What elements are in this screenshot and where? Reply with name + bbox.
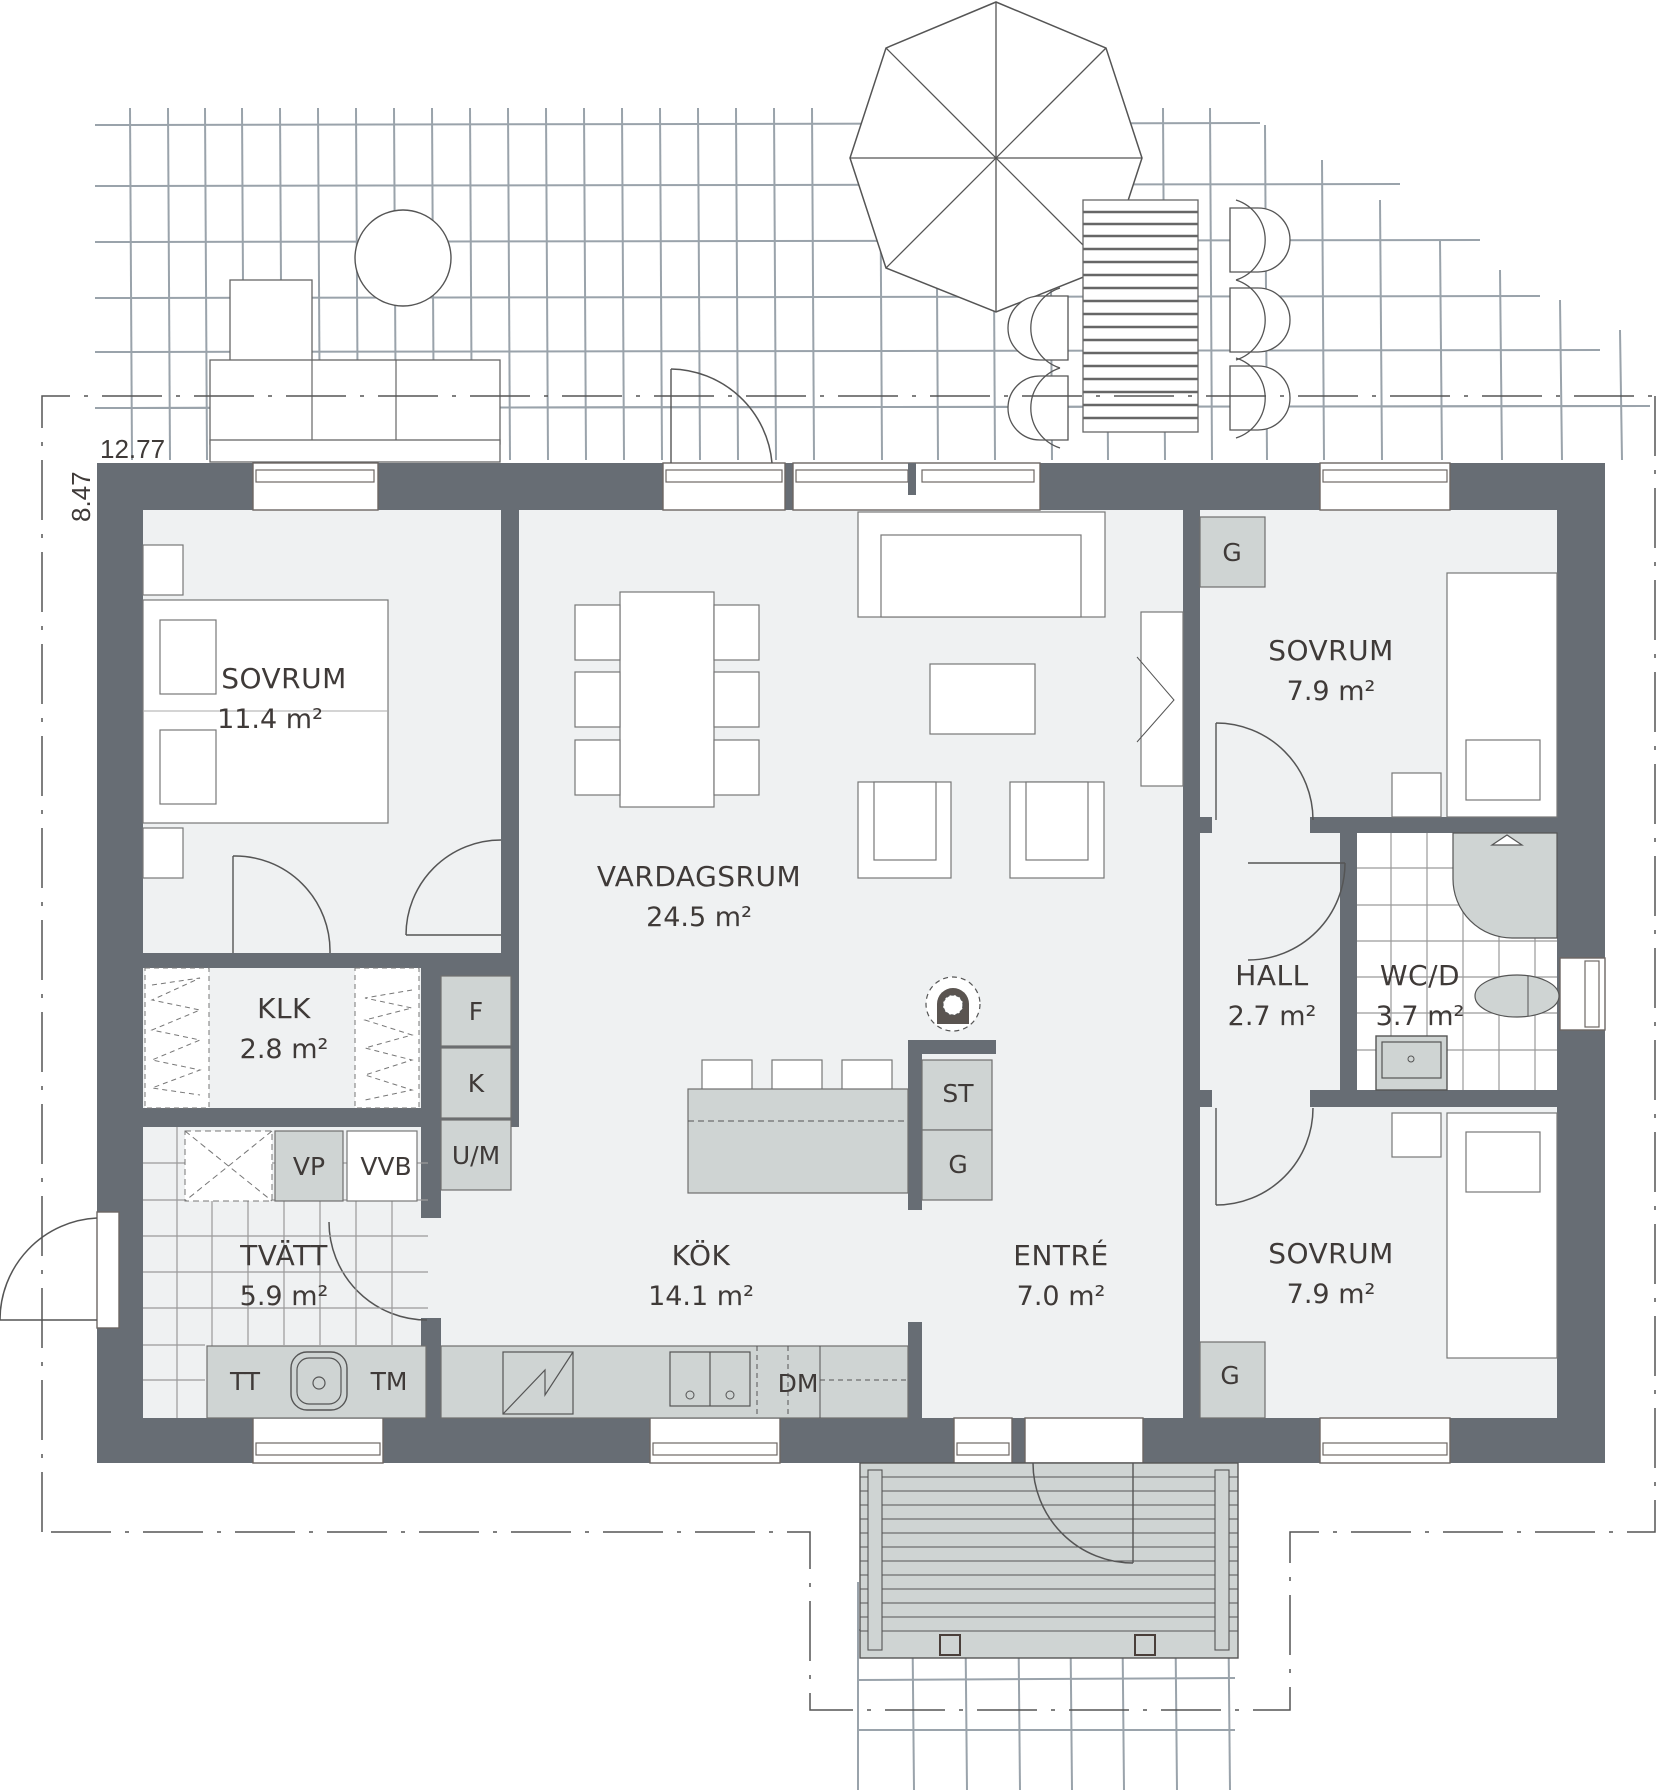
doors [0, 368, 1346, 1321]
g-island-unit [921, 1129, 993, 1201]
front-porch [859, 1462, 1239, 1659]
room-area: 24.5 m² [646, 902, 752, 933]
room-name: ENTRÉ [1013, 1238, 1108, 1272]
furniture-sovrum-bottom-right [1199, 1112, 1558, 1419]
appliance-f-label: F [469, 997, 483, 1026]
door-klk[interactable] [232, 855, 331, 954]
appliance-k-label: K [468, 1069, 485, 1098]
st-unit [921, 1059, 993, 1131]
room-area: 11.4 m² [217, 704, 323, 735]
appliance-vvb-label: VVB [360, 1152, 411, 1181]
furniture-vardagsrum [574, 511, 1184, 879]
door-tvatt[interactable] [328, 1221, 428, 1321]
room-area: 2.8 m² [240, 1034, 329, 1065]
tvatt-tiles [143, 1127, 428, 1419]
room-hall-floor [1200, 817, 1340, 1107]
dimension-width: 12.77 [100, 434, 165, 464]
kitchen-tall-units [440, 975, 512, 1191]
room-name: KÖK [672, 1238, 731, 1272]
washbasin-icon [1375, 1035, 1448, 1091]
door-tvatt-exterior[interactable] [0, 1217, 98, 1320]
appliance-g-bottom-right-label: G [1220, 1361, 1239, 1390]
g-wardrobe [1199, 516, 1266, 588]
door-sovrum-bottom-right[interactable] [1215, 1107, 1314, 1206]
furniture-sovrum-large [142, 544, 389, 879]
shower-icon [1452, 832, 1558, 939]
room-name: HALL [1235, 959, 1308, 992]
appliance-g-island-label: G [948, 1150, 967, 1179]
door-wc[interactable] [1247, 862, 1346, 961]
vp-unit [274, 1130, 344, 1202]
furniture-sovrum-top-right [1199, 516, 1558, 818]
appliance-tt-label: TT [229, 1367, 261, 1396]
property-outline [41, 395, 1660, 1711]
outdoor-chairs [1007, 199, 1291, 449]
patio-grid [94, 1, 1651, 463]
room-labels: SOVRUM 11.4 m² VARDAGSRUM 24.5 m² SOVRUM… [217, 634, 1464, 1312]
door-sovrum-top-right[interactable] [1215, 722, 1314, 821]
room-area: 7.9 m² [1287, 676, 1376, 707]
room-area: 7.9 m² [1287, 1279, 1376, 1310]
appliance-st-label: ST [942, 1079, 974, 1108]
vvb-unit [346, 1130, 418, 1202]
room-name: SOVRUM [1268, 1237, 1394, 1270]
room-area: 3.7 m² [1376, 1001, 1465, 1032]
dining-table [619, 591, 715, 808]
room-name: TVÄTT [239, 1239, 328, 1272]
dimension-depth: 8.47 [66, 471, 96, 522]
room-area: 5.9 m² [240, 1281, 329, 1312]
door-patio[interactable] [670, 368, 773, 464]
stove-icon [502, 1351, 574, 1415]
windows [96, 462, 1606, 1464]
sink-icon [290, 1351, 348, 1411]
appliance-vp-label: VP [293, 1152, 325, 1181]
door-sovrum-large[interactable] [405, 839, 502, 936]
wc-fixtures [1357, 832, 1560, 1091]
kitchen-counter [440, 1345, 909, 1419]
room-area: 14.1 m² [648, 1281, 754, 1312]
room-name: SOVRUM [221, 662, 347, 695]
tv-cabinet [1140, 611, 1184, 787]
kitchen-island [687, 976, 993, 1201]
door-entre[interactable] [1032, 1462, 1134, 1564]
room-area: 7.0 m² [1017, 1281, 1106, 1312]
appliance-tm-label: TM [370, 1367, 408, 1396]
room-area: 2.7 m² [1228, 1001, 1317, 1032]
outdoor-table [1082, 199, 1199, 433]
appliance-g-top-right-label: G [1222, 538, 1241, 567]
room-name: WC/D [1380, 959, 1460, 992]
room-name: VARDAGSRUM [597, 860, 801, 893]
toilet-icon [1474, 974, 1560, 1018]
g-wardrobe [1199, 1341, 1266, 1419]
room-name: SOVRUM [1268, 634, 1394, 667]
outdoor-lounge [209, 209, 501, 463]
klk-shelves [144, 967, 420, 1109]
coffee-table [929, 663, 1036, 735]
appliance-dm-label: DM [778, 1369, 819, 1398]
appliance-labels: F K U/M VP VVB TT TM ST G DM G G [229, 538, 1242, 1398]
room-name: KLK [257, 992, 311, 1025]
appliance-um-label: U/M [452, 1141, 500, 1170]
